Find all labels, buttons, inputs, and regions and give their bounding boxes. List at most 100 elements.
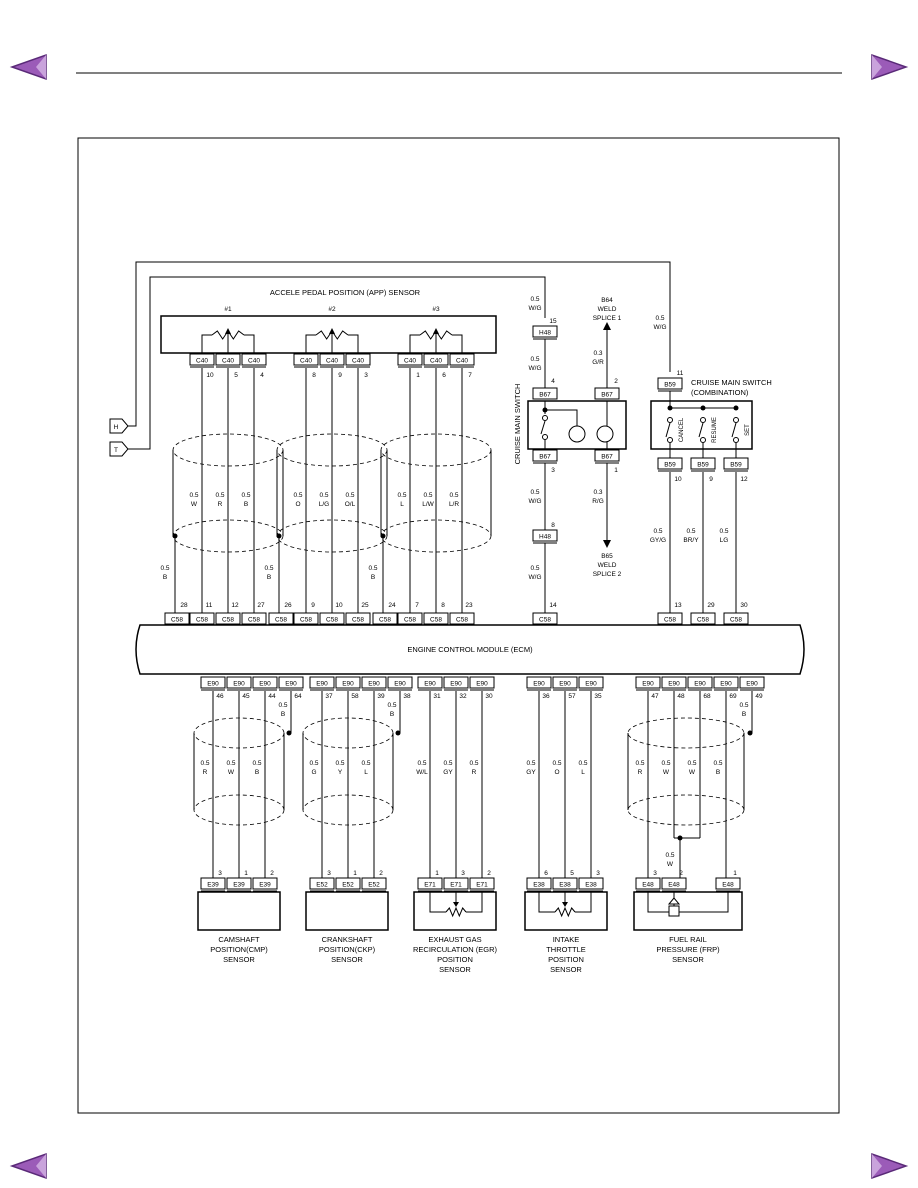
sensor-pin: 3 <box>653 870 657 877</box>
ecm-connector-e90 <box>713 676 739 689</box>
sensor-connector <box>417 877 443 890</box>
sensor-connector <box>226 877 252 890</box>
connector-label: C58 <box>196 617 208 624</box>
sensor-name-line: SENSOR <box>331 955 363 964</box>
wiper-arrow <box>433 328 439 334</box>
b67-pin: 4 <box>551 378 555 385</box>
wiper-arrow <box>562 902 568 907</box>
sensor-wire-color: B <box>716 769 720 776</box>
connector-label: E90 <box>424 681 436 688</box>
prev-page-button[interactable] <box>8 52 48 82</box>
sensor-name-line: RECIRCULATION (EGR) <box>413 945 498 954</box>
connector-label: E90 <box>585 681 597 688</box>
sensor-wire-gauge: 0.5 <box>309 760 318 767</box>
shield-wire-color: B <box>371 574 375 581</box>
connector-label: C58 <box>664 617 676 624</box>
app-pin-number: 7 <box>468 372 472 379</box>
prev-page-button-bottom[interactable] <box>8 1151 48 1181</box>
sensor-name-line: POSITION <box>437 955 473 964</box>
splice2-line2: SPLICE 2 <box>593 571 622 578</box>
app-pin-number: 1 <box>416 372 420 379</box>
sensor-wire-color: R <box>203 769 208 776</box>
c58-pin-number: 13 <box>674 602 682 609</box>
app-group-label: #2 <box>328 306 336 313</box>
switch-blade <box>540 420 546 435</box>
sensor-wire-gauge: 0.5 <box>526 760 535 767</box>
connector-label: E90 <box>316 681 328 688</box>
sensor-pin: 1 <box>244 870 248 877</box>
connector-label: E39 <box>207 882 219 889</box>
e90-pin-number: 48 <box>677 693 685 700</box>
sensor-connector <box>635 877 661 890</box>
connector-label: E48 <box>668 882 680 889</box>
connector-label: E71 <box>424 882 436 889</box>
app-wire-color: L/W <box>422 501 434 508</box>
connector-label: C40 <box>196 358 208 365</box>
e90-pin-number: 68 <box>703 693 711 700</box>
connector-label: C58 <box>697 617 709 624</box>
ecm-connector-c58 <box>241 612 267 625</box>
outer-wire-h <box>122 261 671 427</box>
connector-label: E52 <box>368 882 380 889</box>
app-pin-number: 5 <box>234 372 238 379</box>
switch-contact <box>700 437 706 443</box>
left-arrow-icon <box>9 53 47 81</box>
app-connector-c40 <box>215 353 241 366</box>
sensor-wire-gauge: 0.5 <box>687 760 696 767</box>
ecm-connector-c58 <box>690 612 716 625</box>
combo-title2: (COMBINATION) <box>691 388 749 397</box>
app-sensor-title: ACCELE PEDAL POSITION (APP) SENSOR <box>270 288 421 297</box>
splice2-wire-gauge: 0.3 <box>593 489 602 496</box>
app-wire-gauge: 0.5 <box>293 492 302 499</box>
combo-switch-label-cancel: CANCEL <box>679 417 685 442</box>
sensor-name-line: POSITION(CMP) <box>210 945 268 954</box>
connector-label: C58 <box>352 617 364 624</box>
connector-label: C40 <box>404 358 416 365</box>
ecm-connector-c58 <box>319 612 345 625</box>
app-wire-gauge: 0.5 <box>397 492 406 499</box>
b59-connector <box>723 457 749 470</box>
sensor-name-line: CAMSHAFT <box>218 935 260 944</box>
ecm-connector-c58 <box>397 612 423 625</box>
ecm-connector-e90 <box>661 676 687 689</box>
sensor-pin: 2 <box>487 870 491 877</box>
resistor-icon <box>445 906 467 918</box>
sensor-connector <box>552 877 578 890</box>
indicator-lamp-icon <box>596 425 614 443</box>
sensor-wire-color: R <box>638 769 643 776</box>
e90-pin-number: 32 <box>459 693 467 700</box>
connector-label: E90 <box>668 681 680 688</box>
sensor-name-line: SENSOR <box>439 965 471 974</box>
splice1-name: B64 <box>601 297 613 304</box>
connector-label: E90 <box>559 681 571 688</box>
sensor-wire-color: W <box>689 769 696 776</box>
sensor-wire-color: GY <box>443 769 453 776</box>
sensor-wire-color: W <box>228 769 235 776</box>
c58-pin-number: 26 <box>284 602 292 609</box>
c58-pin-number: 11 <box>206 602 213 609</box>
connector-label: E90 <box>720 681 732 688</box>
wiper-arrow <box>453 902 459 907</box>
connector-label: B67 <box>601 454 613 461</box>
c58-pin-number: 25 <box>361 602 369 609</box>
ecm-connector-e90 <box>252 676 278 689</box>
connector-label: B59 <box>664 462 676 469</box>
next-page-button-bottom[interactable] <box>870 1151 910 1181</box>
app-pin-number: 10 <box>206 372 214 379</box>
ecm-label: ENGINE CONTROL MODULE (ECM) <box>407 645 533 654</box>
junction-dot <box>733 405 739 411</box>
next-page-button[interactable] <box>870 52 910 82</box>
switch-contact <box>542 434 548 440</box>
c58-pin-number: 8 <box>441 602 445 609</box>
ecm-connector-c58 <box>293 612 319 625</box>
e90-pin-number: 64 <box>294 693 302 700</box>
sensor-pin: 3 <box>596 870 600 877</box>
sensor-wire-color: O <box>554 769 559 776</box>
shield-wire-gauge: 0.5 <box>278 702 287 709</box>
connector-label: H48 <box>539 330 551 337</box>
connector-label: E90 <box>233 681 245 688</box>
combo-switch-label-resume: RESUME <box>712 417 718 443</box>
connector-label: E39 <box>233 882 245 889</box>
connector-label: C58 <box>248 617 260 624</box>
ecm-connector-e90 <box>687 676 713 689</box>
